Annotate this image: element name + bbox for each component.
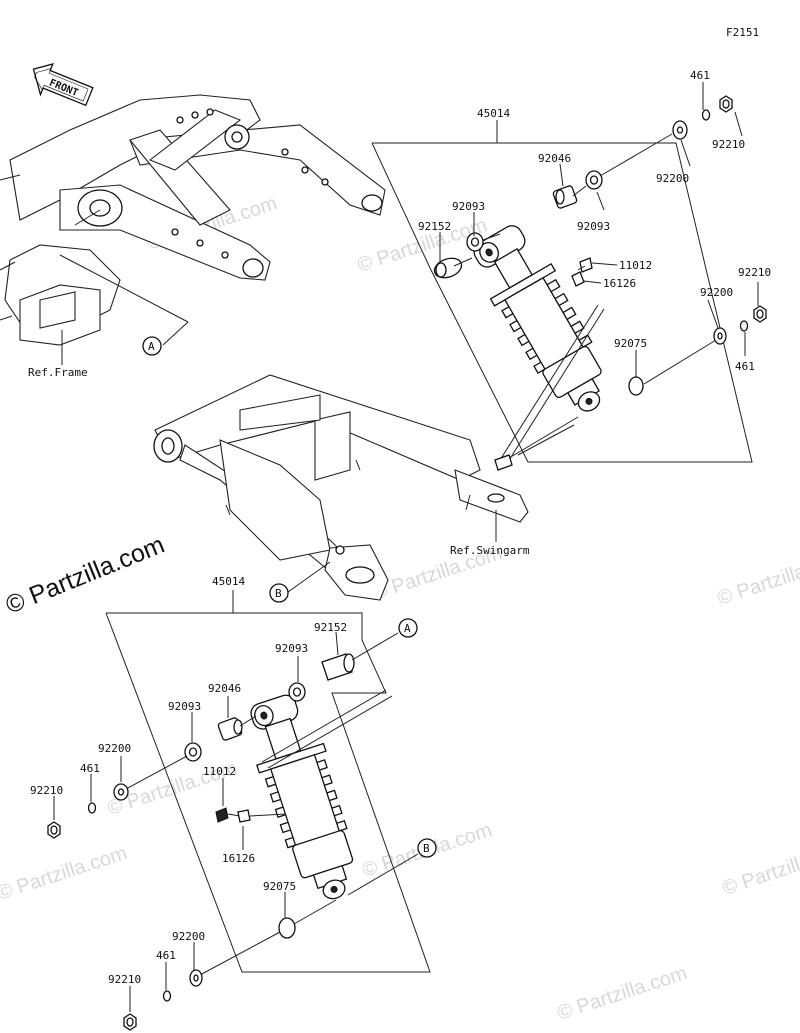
lower-assembly-number: 45014 — [212, 575, 245, 588]
watermarks: © Partzilla.com © Partzilla.com © Partzi… — [0, 192, 800, 1025]
watermark-2: © Partzilla.com — [715, 547, 800, 610]
swingarm-drawing — [153, 374, 529, 601]
figure-code: F2151 — [726, 26, 759, 39]
callout-a-lower-label: A — [404, 622, 411, 635]
lower-label-92093-left: 92093 — [168, 700, 201, 713]
callout-a-frame — [142, 336, 162, 356]
lower-label-92200-bottom: 92200 — [172, 930, 205, 943]
lower-label-92075: 92075 — [263, 880, 296, 893]
upper-part-labels: 461 92210 92046 92200 92093 92152 92093 … — [418, 69, 771, 373]
callout-b-lower — [417, 838, 437, 858]
ref-frame-label: Ref.Frame — [28, 366, 88, 379]
watermark-main: © Partzilla.com — [2, 530, 169, 619]
callout-a-lower — [398, 618, 418, 638]
lower-label-16126: 16126 — [222, 852, 255, 865]
lower-label-461-bottom: 461 — [156, 949, 176, 962]
upper-label-461-bottom: 461 — [735, 360, 755, 373]
callout-b-swingarm — [269, 583, 289, 603]
lower-label-92210-bottom: 92210 — [108, 973, 141, 986]
lower-label-461-top: 461 — [80, 762, 100, 775]
lower-label-92152: 92152 — [314, 621, 347, 634]
lower-assembly: 45014 — [47, 575, 431, 1031]
upper-label-92093-left: 92093 — [452, 200, 485, 213]
watermark-9: © Partzilla.com — [555, 962, 690, 1025]
upper-label-92210-bottom: 92210 — [738, 266, 771, 279]
front-arrow: FRONT — [32, 63, 94, 107]
upper-label-16126: 16126 — [603, 277, 636, 290]
upper-label-92200-top: 92200 — [656, 172, 689, 185]
frame-drawing — [0, 94, 386, 346]
upper-assembly-number: 45014 — [477, 107, 510, 120]
lower-label-92200-top: 92200 — [98, 742, 131, 755]
upper-label-92200-bottom: 92200 — [700, 286, 733, 299]
lower-part-labels: 92152 92093 92046 92093 92200 461 92210 … — [30, 621, 347, 986]
lower-label-92046: 92046 — [208, 682, 241, 695]
upper-assembly: 45014 — [371, 82, 767, 471]
lower-label-92093-top: 92093 — [275, 642, 308, 655]
upper-label-461-top: 461 — [690, 69, 710, 82]
ref-swingarm-label: Ref.Swingarm — [450, 544, 530, 557]
callout-a-frame-label: A — [148, 340, 155, 353]
lower-label-11012: 11012 — [203, 765, 236, 778]
callout-b-lower-label: B — [423, 842, 430, 855]
callout-b-swingarm-label: B — [275, 587, 282, 600]
upper-label-92152: 92152 — [418, 220, 451, 233]
upper-label-92210-top: 92210 — [712, 138, 745, 151]
upper-label-92093-right: 92093 — [577, 220, 610, 233]
lower-label-92210-top: 92210 — [30, 784, 63, 797]
upper-label-92075: 92075 — [614, 337, 647, 350]
upper-label-92046: 92046 — [538, 152, 571, 165]
watermark-6: © Partzilla.com — [720, 837, 800, 900]
upper-label-11012: 11012 — [619, 259, 652, 272]
watermark-4: © Partzilla.com — [0, 842, 130, 905]
